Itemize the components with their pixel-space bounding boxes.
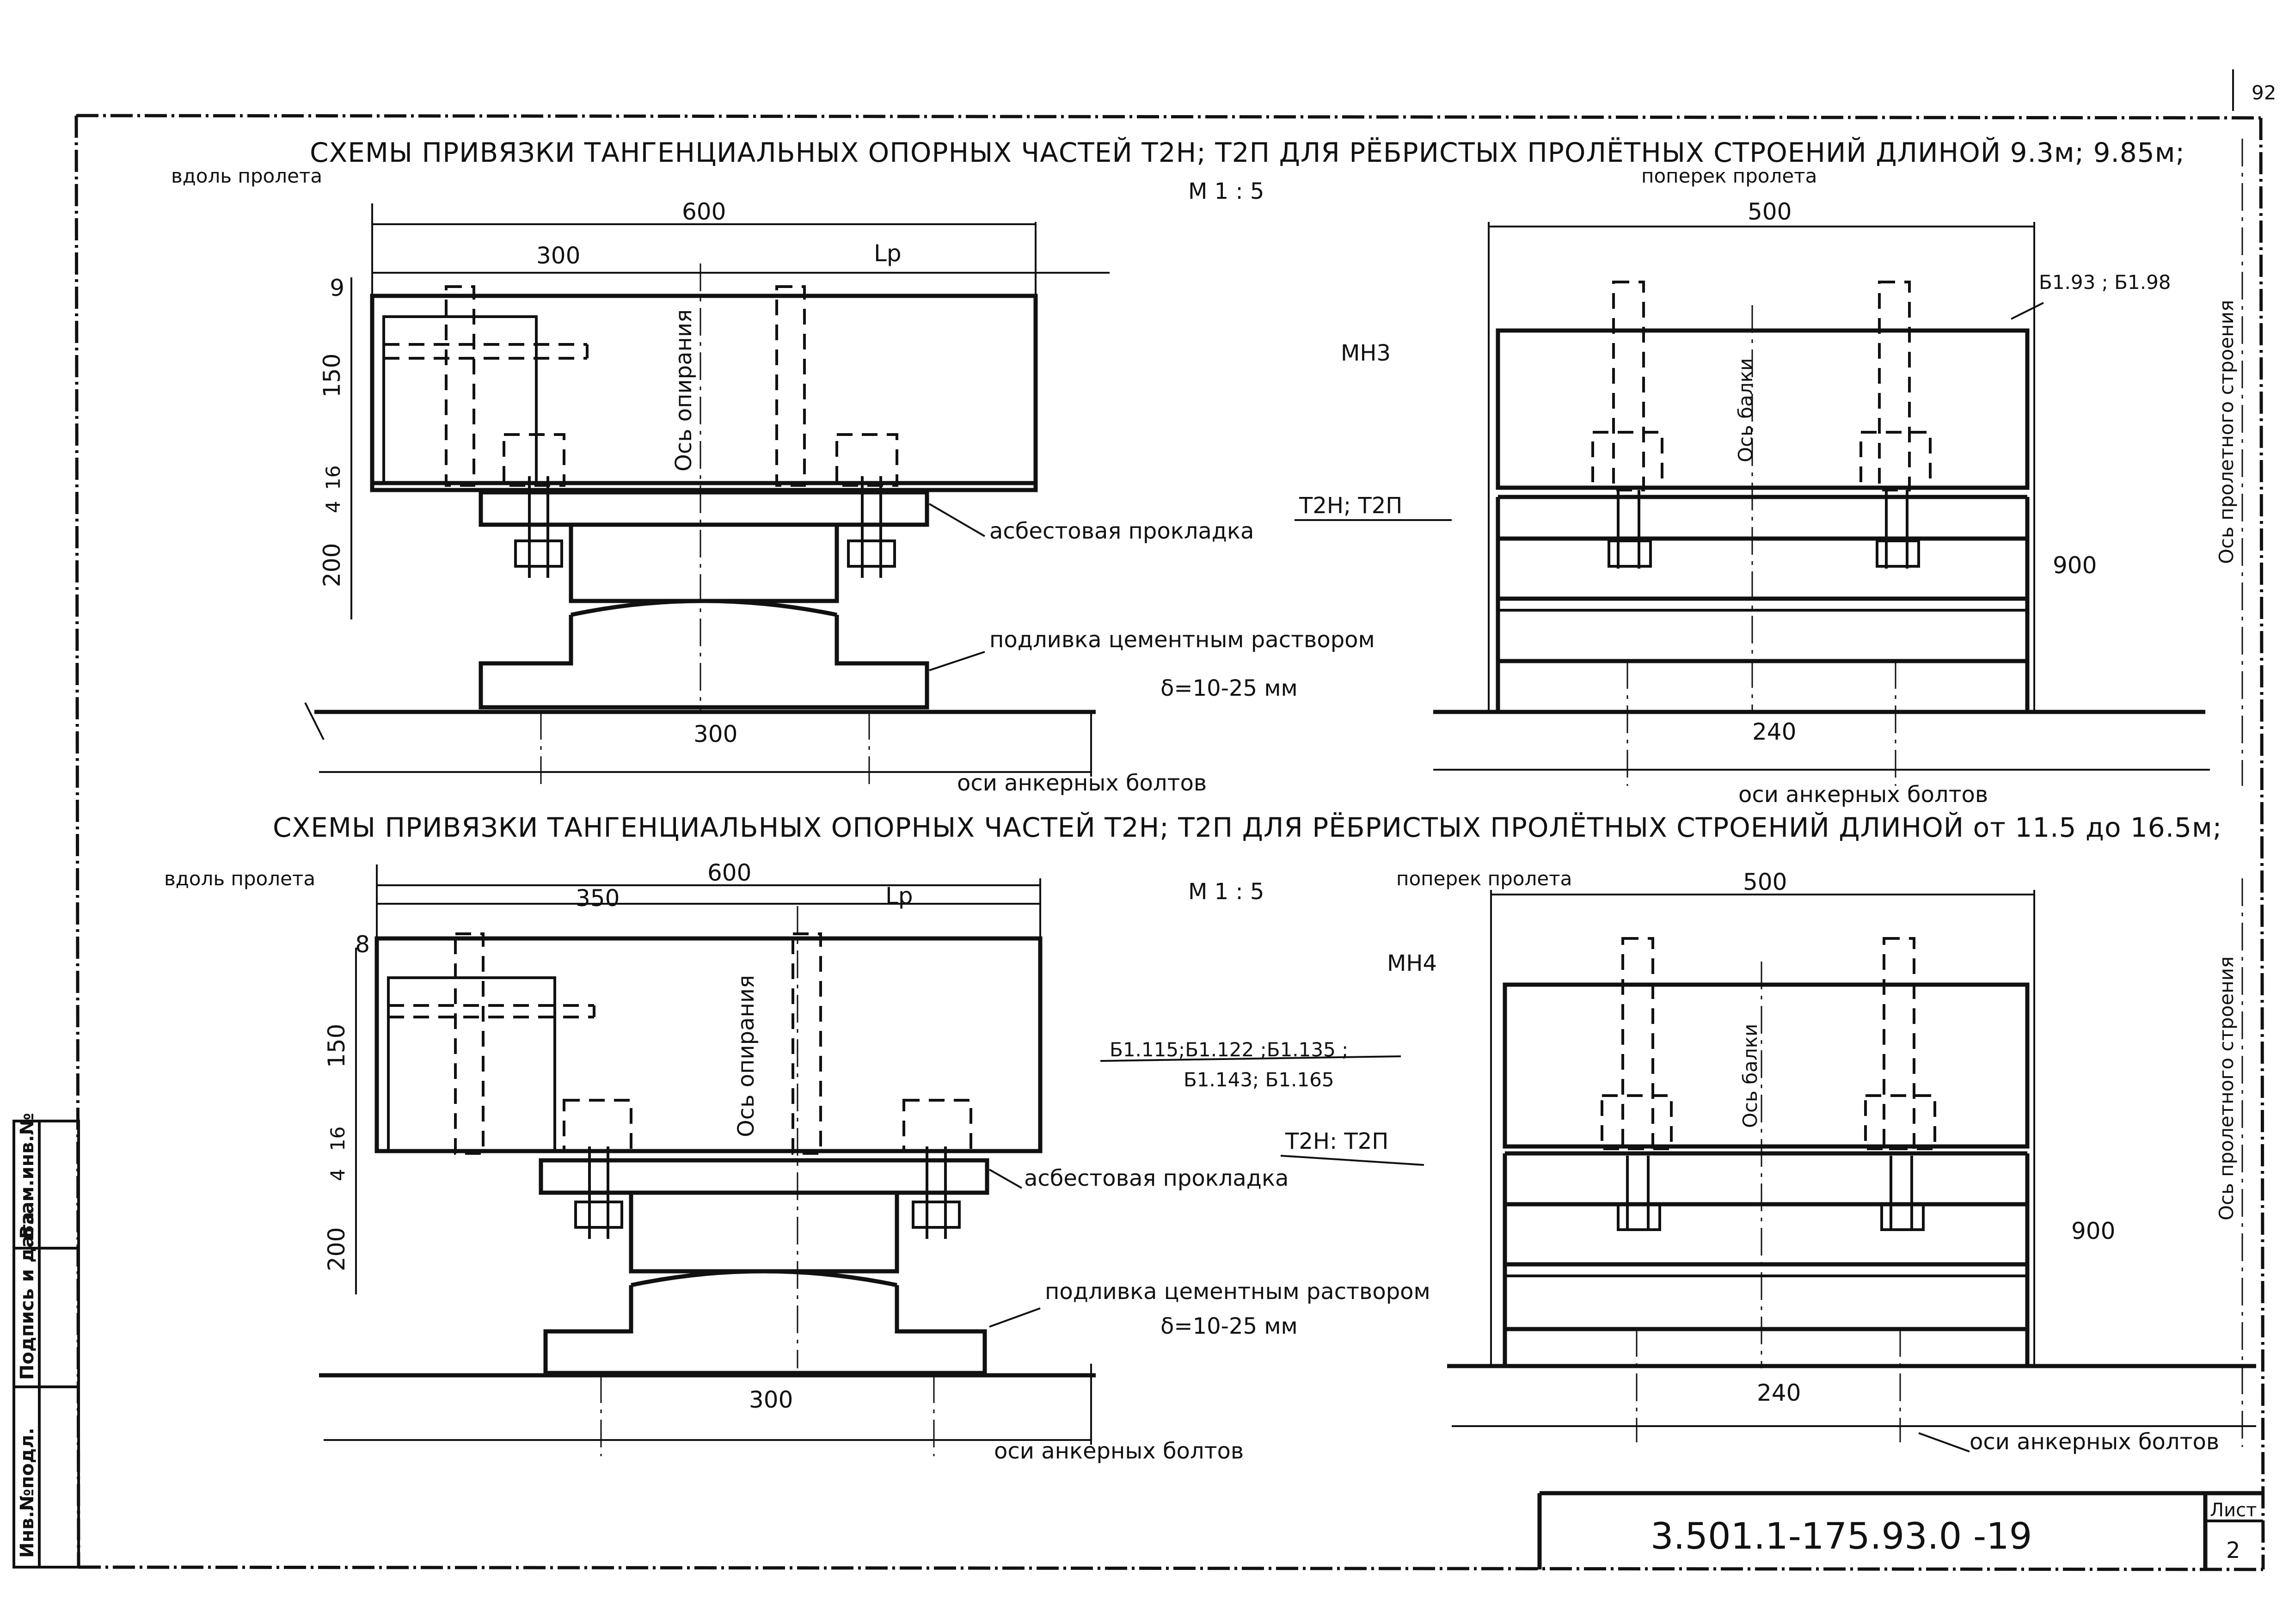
bearing-type-label: Т2Н: Т2П [1285,1128,1388,1154]
bearing-type-label: Т2Н; Т2П [1299,493,1402,519]
beam-body [370,294,1038,492]
dim-900-label: 900 [2071,1218,2115,1244]
dim-150-label: 150 [319,354,345,398]
bearing-lower-body [479,615,929,710]
bottom-right-view: МН4 500 Ось балки 900 [1387,869,2256,1455]
bearing-contact-curve [631,1269,897,1287]
dim-600-label: 600 [682,198,726,225]
dim-200-label: 200 [319,543,345,587]
mark-label: МН3 [1341,340,1391,366]
beam-section [1496,328,2030,490]
dim-500-label: 500 [1743,869,1787,895]
nut-left [514,539,563,568]
sheet-number: 2 [2226,1538,2240,1563]
dim-200-label: 200 [323,1227,350,1271]
axis-span-label: Ось пролетного строения [2215,300,2238,564]
axis-support-label: Ось опирания [733,975,759,1137]
mark-label: МН4 [1387,950,1437,976]
dim-240-label: 240 [1752,718,1796,745]
bottom-section: СХЕМЫ ПРИВЯЗКИ ТАНГЕНЦИАЛЬНЫХ ОПОРНЫХ ЧА… [164,811,2256,1464]
title-block: 3.501.1-175.93.0 -19 Лист 2 [1537,1491,2263,1569]
left-margin-stamp: Взам.инв.№ Подпись и дата Инв.№подл. [12,1113,80,1569]
dim-9-label: 9 [330,275,344,301]
grout-label: подливка цементным раствором [1045,1279,1430,1305]
bearing-contact-curve [571,599,837,617]
rib-block [382,315,538,484]
bottom-scale: М 1 : 5 [1188,879,1264,905]
beam-marks-2-label: Б1.143; Б1.165 [1184,1068,1334,1091]
page-number: 92 [2252,81,2276,104]
doc-code: 3.501.1-175.93.0 -19 [1651,1516,2032,1557]
axis-beam-label: Ось балки [1734,358,1757,462]
bottom-across-label: поперек пролета [1396,867,1572,890]
dim-4-label: 4 [326,1169,349,1181]
sheet-label: Лист [2210,1500,2257,1521]
bottom-along-label: вдоль пролета [164,867,315,890]
bearing-plate [479,490,929,527]
dim-lp-label: Lp [885,882,913,909]
asbestos-label: асбестовая прокладка [1024,1165,1289,1191]
anchor-axes-right-label: оси анкерных болтов [1738,782,1988,808]
top-along-label: вдоль пролета [171,165,322,187]
dim-150-label: 150 [323,1024,350,1068]
dim-16-label: 16 [322,466,344,490]
nut-right [912,1201,961,1229]
dim-4-label: 4 [322,501,344,513]
beam-marks-label: Б1.93 ; Б1.98 [2039,271,2171,294]
top-right-view: МН3 500 Ось балки Б1.93 ; Б1.98 [1341,139,2243,808]
dim-600-label: 600 [707,859,751,886]
dim-500-label: 500 [1748,198,1792,225]
top-title: СХЕМЫ ПРИВЯЗКИ ТАНГЕНЦИАЛЬНЫХ ОПОРНЫХ ЧА… [310,136,2185,168]
beam-section [1503,982,2030,1149]
dim-lp-label: Lp [874,240,902,267]
bearing-plate [539,1158,989,1195]
bearing-upper-body [629,1193,899,1274]
top-scale: М 1 : 5 [1188,178,1264,204]
dim-8-label: 8 [355,931,370,958]
delta-label: δ=10-25 мм [1160,675,1298,701]
dim-16-label: 16 [326,1127,349,1151]
grout-label: подливка цементным раствором [989,627,1375,653]
asbestos-label: асбестовая прокладка [989,518,1254,544]
bearing-upper-body [569,525,839,603]
dim-350-label: 350 [576,885,620,912]
nut-right [847,539,896,568]
nut-left [574,1201,623,1229]
axis-span-label: Ось пролетного строения [2215,956,2238,1220]
beam-body [374,936,1043,1153]
anchor-axes-right-label: оси анкерных болтов [1970,1429,2219,1455]
top-section: СХЕМЫ ПРИВЯЗКИ ТАНГЕНЦИАЛЬНЫХ ОПОРНЫХ ЧА… [171,136,2243,808]
dim-bottom-300-label: 300 [749,1386,793,1413]
top-across-label: поперек пролета [1641,165,1817,187]
sign-date-label: Подпись и дата [17,1212,38,1380]
bottom-left-view: 600 350 Lp 8 150 16 4 200 Ось опирания Б… [319,859,1430,1464]
axis-support-label: Ось опирания [671,309,697,472]
dim-bottom-300-label: 300 [693,721,737,748]
inv-orig-label: Инв.№подл. [17,1428,38,1558]
bearing-lower-body [543,1285,987,1375]
vzam-inv-label: Взам.инв.№ [17,1113,38,1239]
dim-900-label: 900 [2053,552,2097,579]
dim-240-label: 240 [1757,1379,1801,1406]
delta-label: δ=10-25 мм [1160,1313,1298,1339]
top-left-view: 600 300 Lp 9 150 16 4 [304,198,1452,796]
dim-300-label: 300 [536,242,580,269]
axis-beam-label: Ось балки [1739,1024,1761,1128]
anchor-axes-left-label: оси анкерных болтов [957,770,1207,796]
bottom-title: СХЕМЫ ПРИВЯЗКИ ТАНГЕНЦИАЛЬНЫХ ОПОРНЫХ ЧА… [273,811,2222,843]
anchor-axes-left-label: оси анкерных болтов [994,1438,1244,1464]
